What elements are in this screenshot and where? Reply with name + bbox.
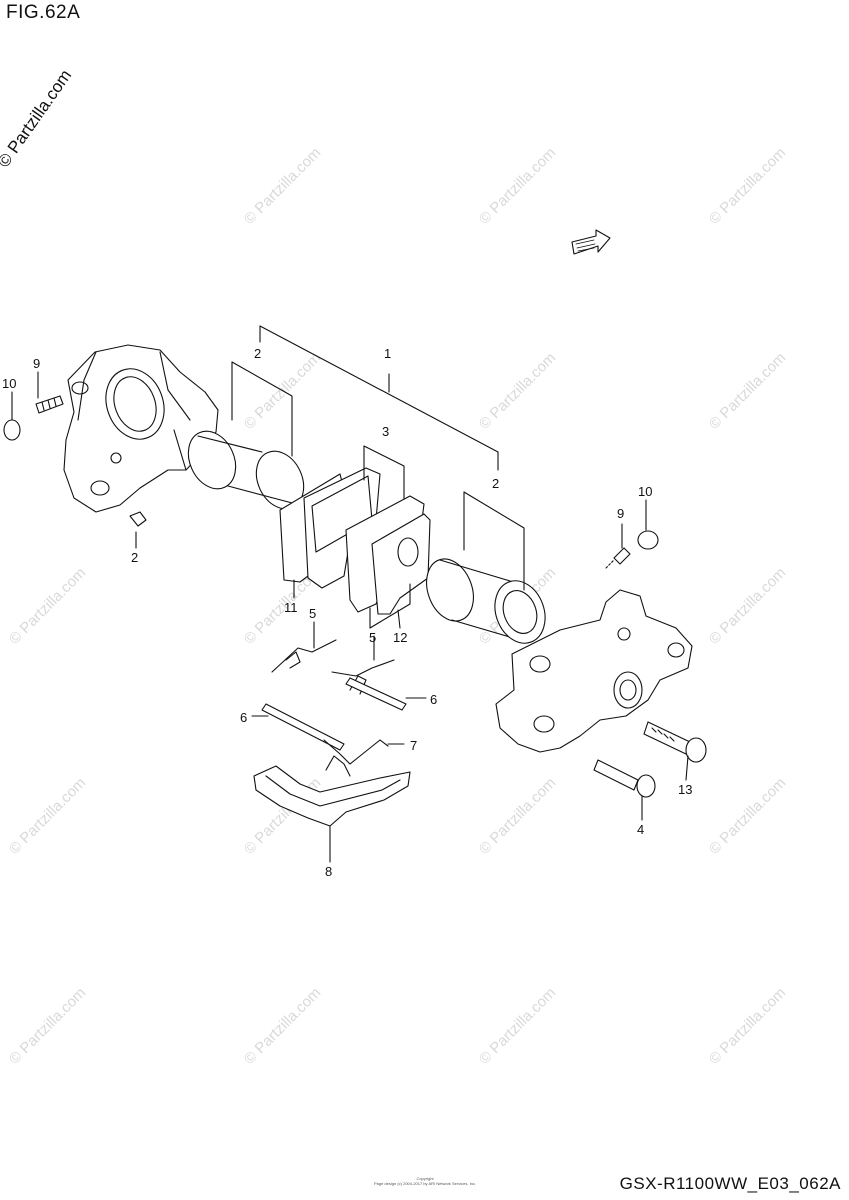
bleeder-screw-left [35, 395, 64, 414]
watermark: © Partzilla.com [706, 144, 789, 227]
callout-2-right: 2 [492, 476, 499, 491]
callout-4: 4 [637, 822, 644, 837]
watermark: © Partzilla.com [241, 144, 324, 227]
bleeder-cap-left [3, 419, 21, 441]
retaining-clip [323, 739, 389, 777]
pad-pin-lower [261, 703, 345, 751]
callout-9-right: 9 [617, 506, 624, 521]
watermark: © Partzilla.com [6, 984, 89, 1067]
callout-2-upper-left: 2 [254, 346, 261, 361]
footer-fine-print: Copyright Page design (c) 2004-2017 by A… [340, 1176, 510, 1186]
callout-8: 8 [325, 864, 332, 879]
watermark: © Partzilla.com [476, 349, 559, 432]
watermark: © Partzilla.com [706, 564, 789, 647]
mounting-bolt-13 [643, 721, 707, 763]
callout-10-left: 10 [2, 376, 16, 391]
mounting-bolt-4 [593, 759, 656, 798]
watermark: © Partzilla.com [6, 564, 89, 647]
callout-9-left: 9 [33, 356, 40, 371]
callout-11: 11 [284, 600, 298, 615]
callout-labels: 10 9 2 1 3 2 2 11 5 5 12 6 6 7 8 9 10 13… [2, 346, 692, 879]
left-piston [187, 361, 305, 510]
bleeder-screw-right [605, 547, 631, 569]
callout-10-right: 10 [638, 484, 652, 499]
pad-pin-upper [345, 677, 407, 711]
callout-5-upper: 5 [309, 606, 316, 621]
callout-6-right: 6 [430, 692, 437, 707]
watermark: © Partzilla.com [476, 774, 559, 857]
pad-spring-upper [271, 639, 337, 673]
callout-6-left: 6 [240, 710, 247, 725]
small-seal-left [129, 511, 147, 527]
pad-bracket-lines [363, 445, 405, 501]
callout-7: 7 [410, 738, 417, 753]
assembly-bracket [259, 325, 499, 471]
callout-3: 3 [382, 424, 389, 439]
pad-shim-right [369, 513, 431, 629]
callout-2-small: 2 [131, 550, 138, 565]
fwd-arrow-icon [571, 229, 611, 255]
watermark: © Partzilla.com [476, 984, 559, 1067]
right-caliper-housing [495, 589, 693, 753]
callout-13: 13 [678, 782, 692, 797]
bleeder-cap-right [637, 530, 659, 550]
pad-cover-plate [253, 765, 411, 827]
leader-lines [11, 371, 689, 863]
callout-12: 12 [393, 630, 407, 645]
watermark: © Partzilla.com [476, 144, 559, 227]
callout-5-lower: 5 [369, 630, 376, 645]
watermark: © Partzilla.com [241, 984, 324, 1067]
watermark: © Partzilla.com [706, 774, 789, 857]
watermark: © Partzilla.com [6, 774, 89, 857]
right-piston [426, 491, 546, 644]
left-caliper-housing [63, 344, 219, 513]
watermark: © Partzilla.com [706, 984, 789, 1067]
watermark: © Partzilla.com [706, 349, 789, 432]
watermark-layer: © Partzilla.com © Partzilla.com © Partzi… [6, 144, 789, 1067]
figure-title: FIG.62A [6, 2, 81, 23]
footer-line: Page design (c) 2004-2017 by ARI Network… [373, 1181, 477, 1186]
footer-line: Copyright [416, 1176, 434, 1181]
callout-1: 1 [384, 346, 391, 361]
model-code: GSX-R1100WW_E03_062A [619, 1174, 841, 1193]
